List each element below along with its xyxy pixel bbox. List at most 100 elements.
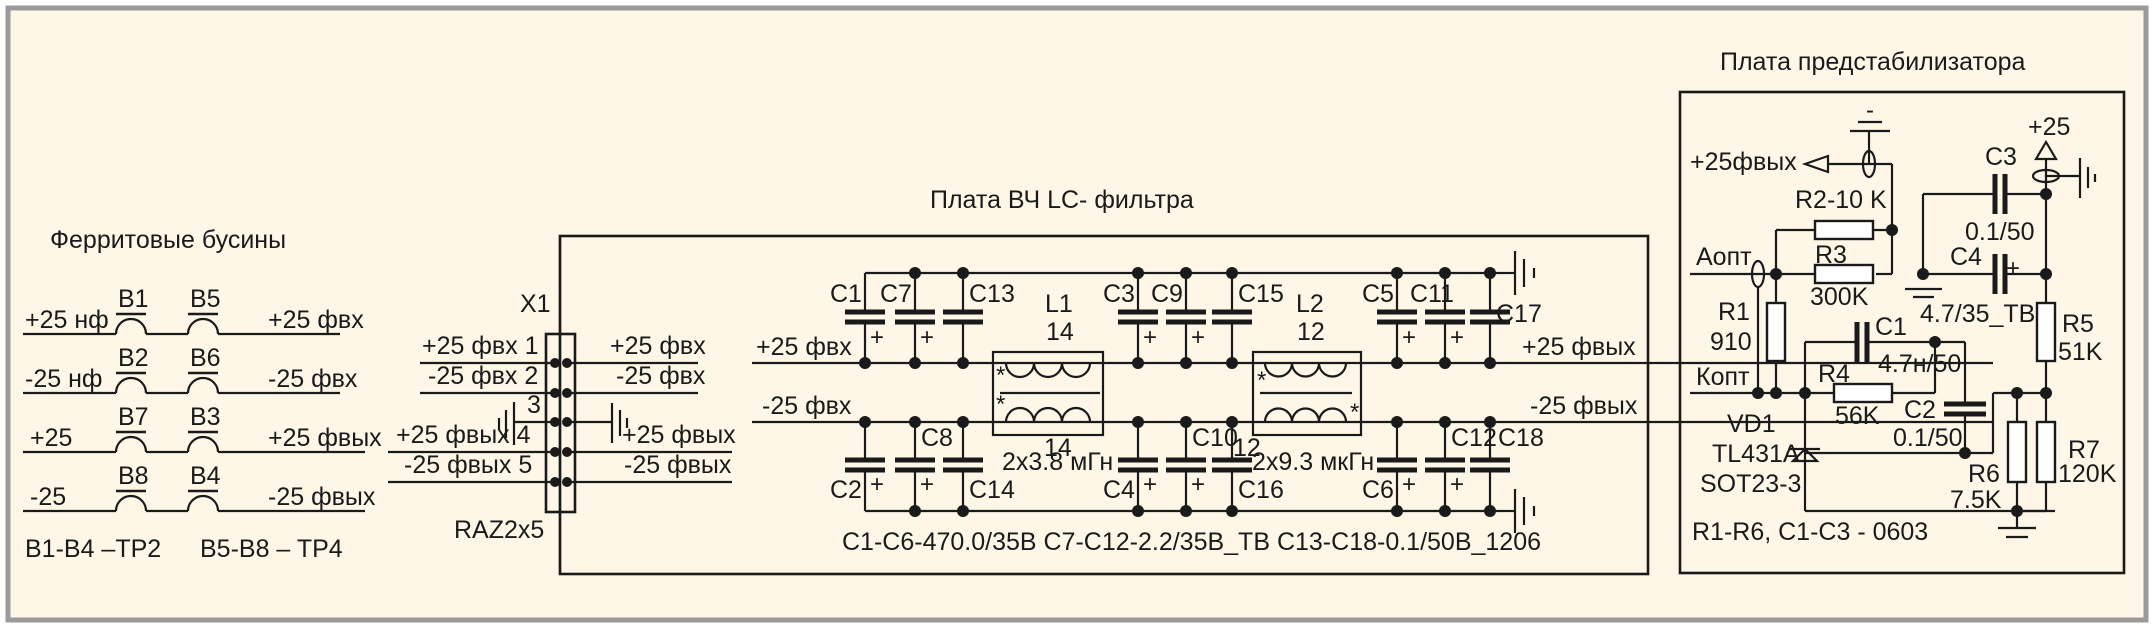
cap-label-top: C11 (1410, 280, 1454, 308)
polarity-mark: + (1402, 324, 1416, 351)
junction-dot (1439, 505, 1451, 517)
c4-label: C4 (1950, 243, 1982, 271)
bead-ref: B4 (190, 462, 221, 490)
c3-value: 0.1/50 (1965, 218, 2035, 246)
r7-label: R7 (2068, 436, 2100, 464)
junction-dot (957, 357, 969, 369)
capacitor: + (1425, 273, 1465, 363)
cap-label-bot: C18 (1498, 424, 1544, 452)
l2-turns-bot: 12 (1233, 434, 1261, 462)
junction-dot (909, 416, 921, 428)
cap-label-top: C17 (1496, 300, 1542, 328)
x1-right-2: -25 фвх (616, 362, 706, 390)
cap-label-top: C15 (1238, 280, 1284, 308)
capacitor: + (895, 273, 935, 363)
r1-label: R1 (1718, 298, 1750, 326)
stabilizer-note: R1-R6, C1-C3 - 0603 (1692, 518, 1928, 546)
junction-dot (1484, 267, 1496, 279)
l2-turns-top: 12 (1297, 318, 1325, 346)
c1-value: 4.7н/50 (1878, 350, 1961, 378)
junction-dot (957, 267, 969, 279)
l2-value: 2x9.3 мкГн (1252, 448, 1374, 476)
junction-dot (1226, 267, 1238, 279)
x1-left-3: 3 (527, 391, 541, 419)
polarity-mark: + (870, 471, 884, 498)
polarity-mark: + (1143, 471, 1157, 498)
junction-dot (1391, 357, 1403, 369)
resistor-r7 (2035, 420, 2057, 484)
junction-dot (957, 416, 969, 428)
bead-ref: B3 (190, 403, 221, 431)
junction-dot (1391, 416, 1403, 428)
connector-pins (550, 358, 572, 487)
bead-right-label: -25 фвх (268, 365, 358, 393)
capacitor (943, 273, 983, 363)
junction-dot (1132, 357, 1144, 369)
bead-ref: B2 (118, 344, 149, 372)
resistor-r5 (2035, 301, 2057, 363)
x1-left-1: +25 фвх 1 (422, 332, 539, 360)
junction-dot (909, 267, 921, 279)
a-label: Аопт (1696, 243, 1752, 271)
ground-minus: - (1866, 97, 1874, 124)
cap-label-bot: C14 (969, 476, 1015, 504)
stab-in-label: +25 (2028, 113, 2070, 141)
junction-dot (909, 505, 921, 517)
bead-right-label: +25 фвых (268, 424, 382, 452)
x1-right-1: +25 фвх (610, 332, 706, 360)
connector-x1: X1 RAZ2x5 (388, 236, 736, 574)
capacitor: + (1166, 273, 1206, 363)
lc-out-neg: -25 фвых (1530, 392, 1638, 420)
cap-label-bot: C8 (921, 424, 953, 452)
beads-title: Ферритовые бусины (50, 226, 286, 254)
cap-label-top: C1 (830, 280, 862, 308)
capacitor (1212, 273, 1252, 363)
c2-label: C2 (1904, 396, 1936, 424)
ground-icon (610, 403, 629, 443)
r6-value: 7.5K (1950, 486, 2002, 514)
l1-ref: L1 (1045, 290, 1073, 318)
cap-label-bot: C2 (830, 476, 862, 504)
r5-label: R5 (2062, 310, 2094, 338)
x1-right-4: -25 фвых (624, 451, 732, 479)
c1-label: C1 (1875, 313, 1907, 341)
vd1-label: VD1 (1727, 410, 1776, 438)
r5-value: 51K (2058, 338, 2103, 366)
cap-label-top: C13 (969, 280, 1015, 308)
polarity-mark: + (1191, 324, 1205, 351)
inductor-l1: L1 14 14 2x3.8 мГн * * (991, 290, 1113, 476)
ground-icon (497, 402, 516, 445)
ground-icon (1500, 251, 1536, 295)
junction-dot (957, 505, 969, 517)
junction-dot (1484, 357, 1496, 369)
bead-ref: B5 (190, 285, 221, 313)
junction-dot (1484, 416, 1496, 428)
c4-polarity: + (2006, 255, 2020, 282)
capacitor: + (845, 422, 885, 511)
connector-ref: X1 (520, 290, 551, 318)
cap-label-bot: C10 (1192, 424, 1238, 452)
polarity-mark: + (1450, 324, 1464, 351)
vd1-package: SOT23-3 (1700, 470, 1801, 498)
beads-note-2: B5-B8 – TP4 (200, 535, 343, 563)
junction-dot (1226, 357, 1238, 369)
junction-dot (1391, 505, 1403, 517)
r2-label: R2-10 K (1795, 186, 1887, 214)
polarity-mark: + (1450, 471, 1464, 498)
resistor-r6 (2006, 420, 2028, 484)
zener-icon (1790, 447, 1820, 463)
capacitor: + (845, 273, 885, 363)
cap-label-top: C7 (880, 280, 912, 308)
ground-icon (1500, 489, 1536, 533)
junction-dot (1132, 505, 1144, 517)
x1-left-5: -25 фвых 5 (404, 451, 532, 479)
junction-dot (1391, 267, 1403, 279)
polarity-mark: + (1402, 471, 1416, 498)
connector-type: RAZ2x5 (454, 516, 544, 544)
capacitor: + (1118, 273, 1158, 363)
beads-note-1: B1-B4 –TP2 (25, 535, 161, 563)
